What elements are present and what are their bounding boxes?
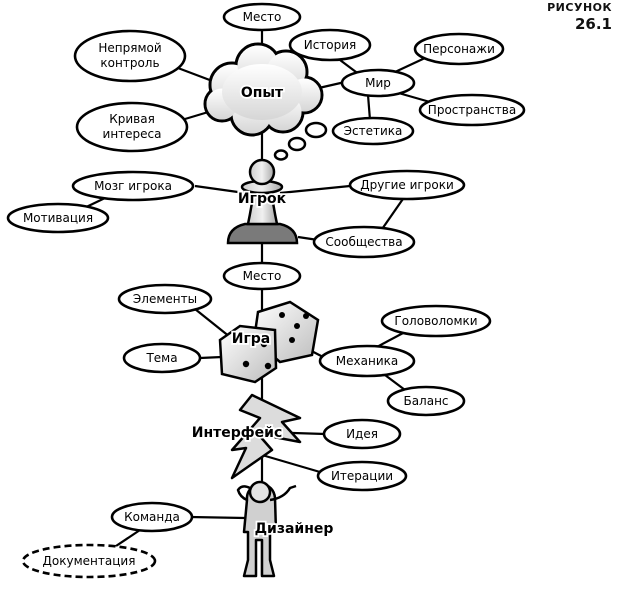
node-iterations: [316, 460, 408, 492]
edge-designer-team: [189, 515, 246, 520]
node-place-top-label: Место: [243, 10, 282, 24]
edge-world-characters: [394, 57, 426, 73]
node-interest-curve: [75, 101, 189, 153]
edge-mechanics-balance: [384, 374, 406, 391]
node-interest-curve-line1: Кривая: [109, 112, 155, 126]
node-balance-label: Баланс: [403, 394, 448, 408]
node-aesthetics: [331, 116, 415, 146]
node-documentation-label: Документация: [43, 554, 136, 568]
node-iterations-label: Итерации: [331, 469, 393, 483]
node-characters-label: Персонажи: [423, 42, 495, 56]
designer-figure-icon: [236, 480, 297, 578]
node-interest-curve-line2: интереса: [103, 127, 162, 141]
edge-player-other-players: [279, 184, 351, 195]
figure-caption: РИСУНОК 26.1: [547, 0, 612, 32]
label-interface: Интерфейс: [192, 425, 283, 441]
node-idea: [322, 418, 402, 450]
figure-label: РИСУНОК: [547, 1, 612, 14]
label-designer: Дизайнер: [255, 521, 334, 537]
label-game: Игра: [232, 331, 271, 347]
main-labels: Опыт Игрок Игра Интерфейс Дизайнер: [190, 83, 335, 539]
node-elements-label: Элементы: [133, 292, 197, 306]
edge-game-theme: [199, 355, 223, 360]
node-theme-label: Тема: [145, 351, 177, 365]
node-indirect-control: [73, 29, 187, 83]
node-team: [110, 501, 194, 533]
nodes: Место Непрямой контроль История Персонаж…: [6, 2, 526, 579]
node-other-players-label: Другие игроки: [360, 178, 454, 192]
node-place-middle-label: Место: [243, 269, 282, 283]
node-puzzles: [380, 304, 492, 338]
node-theme: [122, 342, 202, 374]
edge-player-mind: [194, 184, 246, 195]
node-other-players: [348, 169, 466, 201]
thought-cloud-icon: [203, 42, 328, 161]
node-communities: [312, 225, 416, 259]
node-world: [340, 68, 416, 98]
edge-other-players-communities: [379, 195, 406, 233]
edge-world-aesthetics: [366, 94, 372, 121]
node-characters: [413, 32, 505, 66]
node-indirect-control-line1: Непрямой: [98, 41, 161, 55]
node-documentation: [21, 543, 157, 579]
node-balance: [386, 385, 466, 417]
node-communities-label: Сообщества: [325, 235, 402, 249]
figure-number: 26.1: [574, 15, 612, 33]
node-elements: [117, 283, 213, 315]
node-idea-label: Идея: [346, 427, 378, 441]
node-story: [288, 28, 372, 62]
node-mechanics-label: Механика: [336, 354, 398, 368]
node-world-label: Мир: [365, 76, 391, 90]
label-player: Игрок: [238, 191, 287, 207]
node-player-mind-label: Мозг игрока: [94, 179, 172, 193]
node-indirect-control-line2: контроль: [100, 56, 159, 70]
node-motivation: [6, 202, 110, 234]
node-aesthetics-label: Эстетика: [344, 124, 403, 138]
node-motivation-label: Мотивация: [23, 211, 93, 225]
pawn-icon: [226, 158, 299, 245]
node-place-middle: [222, 261, 302, 291]
node-spaces-label: Пространства: [428, 103, 516, 117]
dice-icon: [218, 300, 320, 384]
node-puzzles-label: Головоломки: [394, 314, 477, 328]
node-story-label: История: [304, 38, 357, 52]
node-spaces: [418, 93, 526, 127]
edge-interface-iterations: [261, 453, 321, 474]
node-team-label: Команда: [124, 510, 180, 524]
node-mechanics: [318, 344, 416, 378]
node-place-top: [222, 2, 302, 32]
lightning-icon: [230, 393, 302, 480]
label-experience: Опыт: [241, 85, 284, 101]
node-player-mind: [71, 170, 195, 202]
